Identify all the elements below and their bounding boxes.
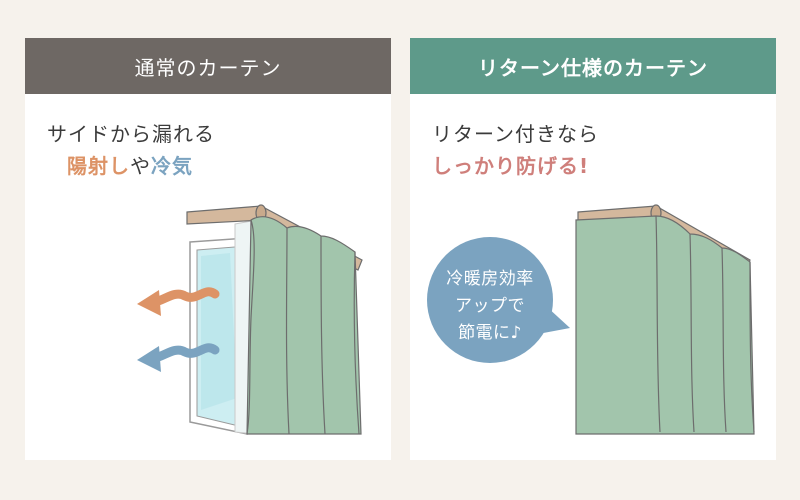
return-curtain-illustration — [427, 204, 755, 435]
cold-air-arrow-icon — [137, 343, 220, 372]
cold-air-text: 冷気 — [151, 154, 193, 178]
window-illustration — [189, 219, 258, 435]
normal-curtain-illustration — [137, 204, 363, 435]
caption-line2: しっかり防げる! — [432, 154, 590, 178]
panel-header-return: リターン仕様のカーテン — [410, 38, 776, 94]
return-curtain-panel: リターン仕様のカーテン リターン付きなら しっかり防げる! 冷暖房効率 アップで… — [410, 38, 776, 460]
panel-title: リターン仕様のカーテン — [478, 55, 708, 80]
caption-line1: リターン付きなら — [432, 122, 599, 146]
bubble-text: 冷暖房効率 アップで 節電に♪ — [436, 266, 544, 347]
panel-header-normal: 通常のカーテン — [25, 38, 391, 94]
return-curtain-illustration-body — [575, 215, 755, 435]
speech-bubble — [427, 237, 570, 363]
bubble-line2: アップで — [455, 296, 525, 316]
caption-return: リターン付きなら しっかり防げる! — [432, 118, 599, 182]
curtain-illustration — [246, 216, 362, 435]
caption-line1: サイドから漏れる — [47, 122, 215, 146]
panel-title: 通常のカーテン — [134, 55, 282, 80]
bubble-line3: 節電に♪ — [458, 323, 522, 343]
conjunction-text: や — [130, 154, 151, 178]
sunlight-arrow-icon — [137, 287, 220, 316]
normal-curtain-panel: 通常のカーテン サイドから漏れる 陽射しや冷気 — [25, 38, 391, 460]
caption-normal: サイドから漏れる 陽射しや冷気 — [47, 118, 215, 182]
sunlight-text: 陽射し — [67, 154, 130, 178]
caption-line2: 陽射しや冷気 — [47, 150, 215, 182]
bubble-line1: 冷暖房効率 — [446, 269, 534, 289]
